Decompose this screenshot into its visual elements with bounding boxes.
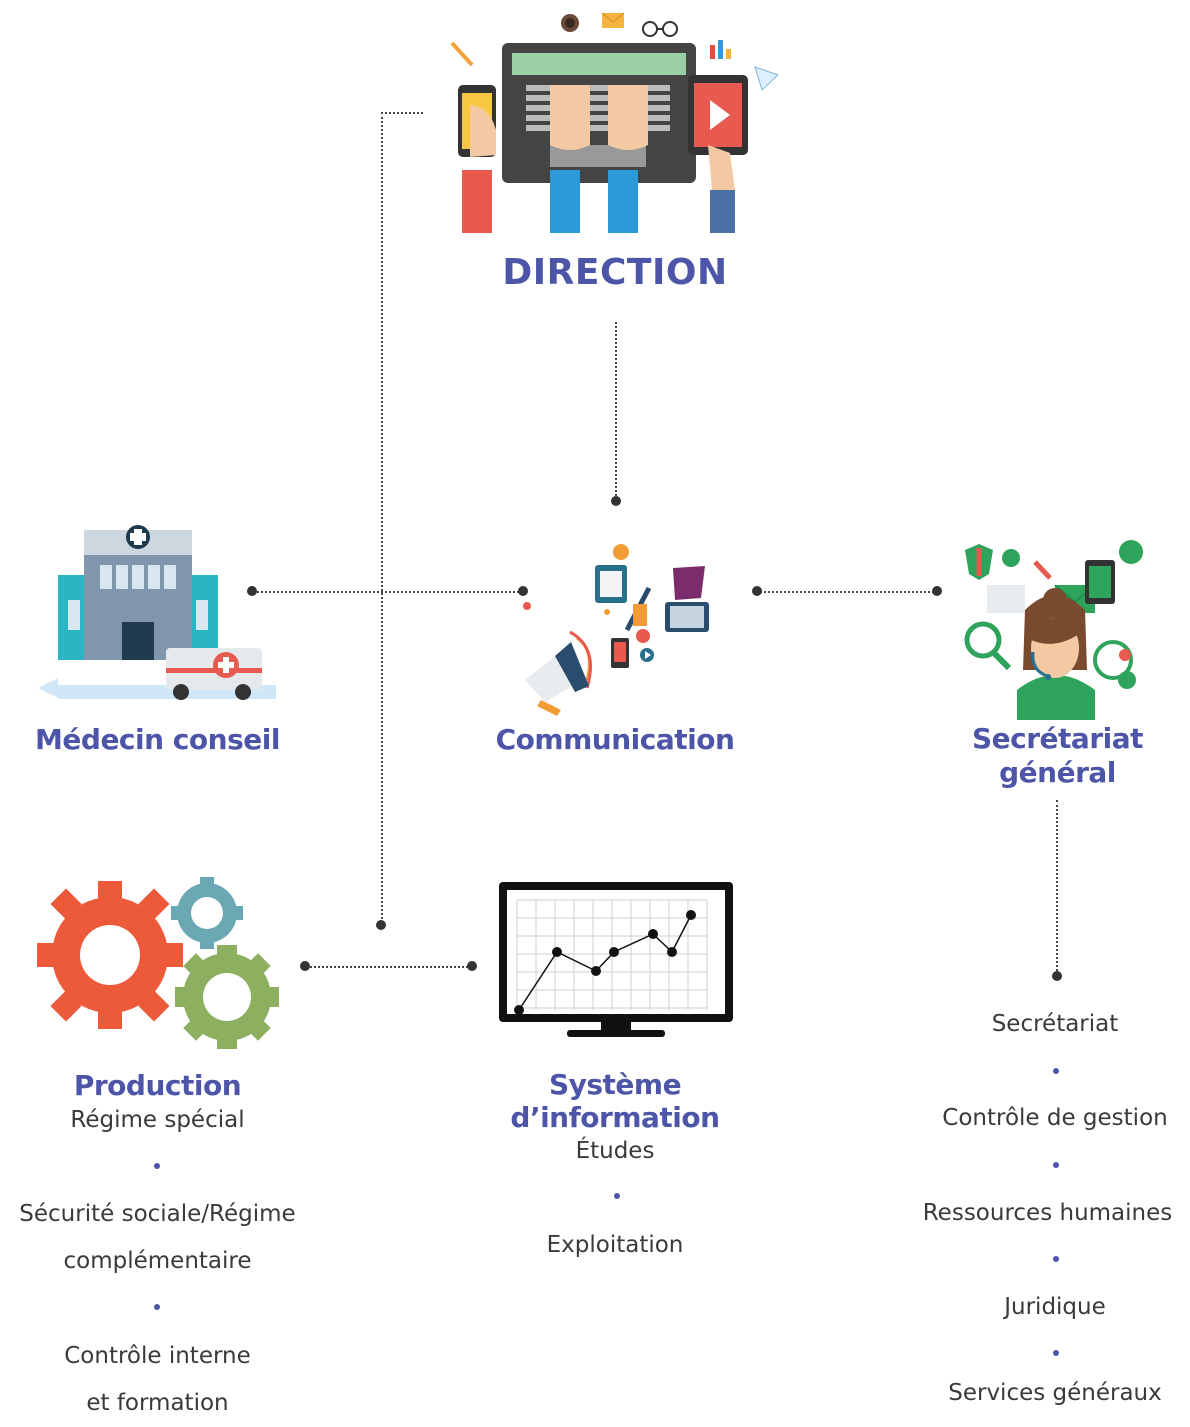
connector-node bbox=[300, 961, 310, 971]
systeme-title-line2: d’information bbox=[510, 1101, 720, 1134]
medecin-title: Médecin conseil bbox=[35, 723, 280, 756]
direction-laptop-illustration bbox=[450, 12, 779, 233]
hospital-ambulance-illustration bbox=[38, 525, 276, 700]
secretariat-item: Ressources humaines bbox=[922, 1200, 1173, 1226]
connector-node bbox=[611, 496, 621, 506]
communication-title: Communication bbox=[495, 723, 735, 756]
connector-node bbox=[1052, 971, 1062, 981]
monitor-line-chart-illustration bbox=[499, 882, 733, 1037]
secretariat-item: Secrétariat bbox=[991, 1011, 1119, 1037]
secretariat-general-title-line1: Secrétariat bbox=[971, 722, 1144, 755]
systeme-item: Études bbox=[575, 1138, 655, 1164]
connector-node bbox=[752, 586, 762, 596]
production-bullet bbox=[154, 1304, 160, 1310]
secretariat-item: Contrôle de gestion bbox=[942, 1105, 1168, 1131]
production-item: Sécurité sociale/Régime bbox=[19, 1201, 296, 1227]
secretariat-bullet bbox=[1053, 1068, 1059, 1074]
direction-title: DIRECTION bbox=[502, 252, 728, 293]
connector-node bbox=[467, 961, 477, 971]
production-item: complémentaire bbox=[63, 1248, 252, 1274]
connector-node bbox=[932, 586, 942, 596]
systeme-item: Exploitation bbox=[546, 1232, 684, 1258]
communication-megaphone-illustration bbox=[523, 544, 709, 716]
production-title: Production bbox=[73, 1069, 242, 1102]
connector-production-systeme bbox=[306, 966, 472, 968]
connector-medecin-communication bbox=[252, 591, 523, 593]
connector-direction-left-h bbox=[381, 112, 423, 114]
secretariat-operator-illustration bbox=[964, 540, 1143, 720]
secretariat-bullet bbox=[1053, 1162, 1059, 1168]
production-item: et formation bbox=[86, 1390, 229, 1416]
secretariat-bullet bbox=[1053, 1350, 1059, 1356]
production-bullet bbox=[154, 1163, 160, 1169]
connector-secretariat-down bbox=[1056, 800, 1058, 975]
secretariat-item: Juridique bbox=[1004, 1294, 1106, 1320]
connector-node bbox=[376, 920, 386, 930]
connector-left-vertical bbox=[381, 112, 383, 927]
secretariat-bullet bbox=[1053, 1256, 1059, 1262]
secretariat-general-title-line2: général bbox=[999, 756, 1116, 789]
connector-node bbox=[247, 586, 257, 596]
production-item: Contrôle interne bbox=[64, 1343, 251, 1369]
systeme-title-line1: Système bbox=[548, 1068, 682, 1101]
connector-direction-down bbox=[615, 322, 617, 500]
gears-illustration bbox=[37, 877, 279, 1049]
secretariat-item: Services généraux bbox=[948, 1380, 1162, 1406]
connector-communication-secretariat bbox=[757, 591, 937, 593]
production-item: Régime spécial bbox=[70, 1107, 245, 1133]
connector-node bbox=[518, 586, 528, 596]
systeme-bullet bbox=[614, 1193, 620, 1199]
